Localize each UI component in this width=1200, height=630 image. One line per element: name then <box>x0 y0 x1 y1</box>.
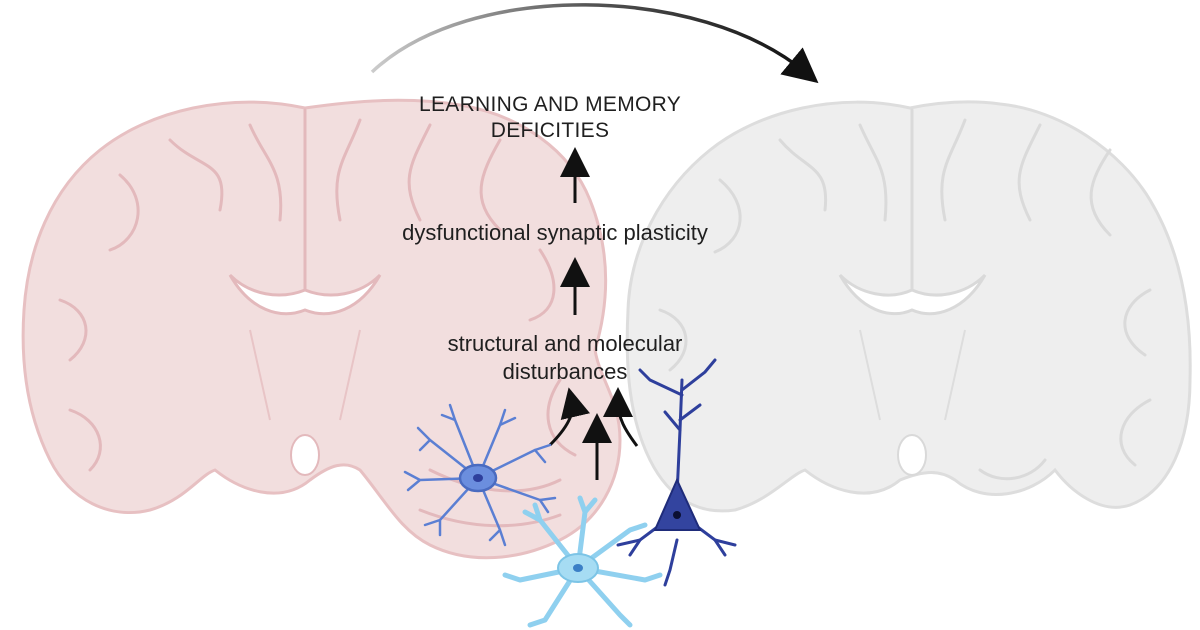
synaptic-plasticity-label: dysfunctional synaptic plasticity <box>360 219 750 247</box>
learning-memory-deficits-label: LEARNING AND MEMORY DEFICITIES <box>380 92 720 145</box>
deficits-line-1: LEARNING AND MEMORY <box>380 92 720 118</box>
progression-arrow <box>372 5 805 72</box>
affected-brain-section <box>23 100 620 557</box>
disturbances-line-1: structural and molecular <box>420 330 710 358</box>
disturbances-line-2: disturbances <box>420 358 710 386</box>
plasticity-text: dysfunctional synaptic plasticity <box>360 219 750 247</box>
healthy-brain-section <box>627 102 1190 511</box>
disturbances-label: structural and molecular disturbances <box>420 330 710 385</box>
deficits-line-2: DEFICITIES <box>380 118 720 144</box>
